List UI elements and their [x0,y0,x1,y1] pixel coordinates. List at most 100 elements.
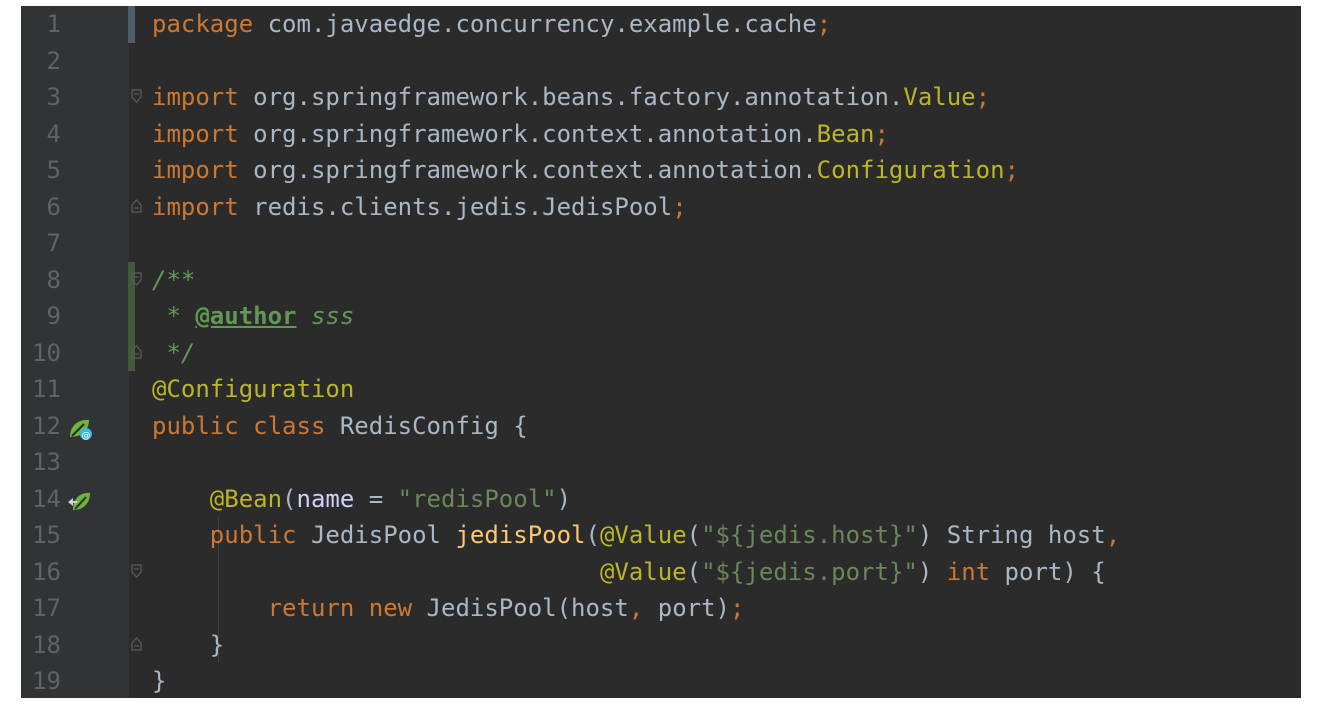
line-number: 9 [46,302,61,330]
line-number: 5 [46,156,61,184]
line-number: 12 [32,411,61,440]
code-token: @Bean [209,484,283,513]
code-text: @Bean(name = "redisPool") [152,481,571,518]
code-token: name [296,484,355,513]
code-token: org.springframework.beans.factory.annota… [238,83,904,111]
code-token: ; [672,192,687,221]
code-token: ) [917,557,947,586]
code-token: = [354,484,398,513]
code-text: public class RedisConfig { [152,408,528,445]
code-text: } [152,663,166,698]
spring-bean-method-icon[interactable] [67,488,93,525]
code-line[interactable]: 8 /** [21,262,1301,299]
code-line[interactable]: 16 @Value("${jedis.port}") int port) { [21,554,1301,591]
code-token: RedisConfig { [325,411,528,440]
code-line[interactable]: 5 import org.springframework.context.anno… [21,152,1301,189]
code-line[interactable]: 9 * @author sss [21,298,1301,335]
code-text: import org.springframework.context.annot… [152,152,1019,189]
line-number: 18 [32,630,61,659]
code-token: */ [152,338,196,367]
code-token: Value [903,83,976,111]
code-text: public JedisPool jedisPool(@Value("${jed… [152,517,1120,554]
code-line[interactable]: 15 public JedisPool jedisPool(@Value("${… [21,517,1301,554]
code-text: package com.javaedge.concurrency.example… [152,6,831,43]
line-number: 14 [32,484,61,513]
code-line[interactable]: 18 } [21,627,1301,664]
code-token: import [152,83,239,111]
fold-open-icon[interactable] [131,89,142,103]
code-token: @Value [599,521,687,549]
line-number: 19 [32,667,61,695]
code-token: @Value [599,557,687,586]
code-editor[interactable]: 1 package com.javaedge.concurrency.exampl… [21,6,1301,698]
code-token: ( [282,484,297,513]
code-line[interactable]: 7 [21,225,1301,262]
code-line[interactable]: 2 [21,43,1301,80]
code-token: com.javaedge.concurrency.example.cache [253,10,817,38]
line-number: 1 [46,10,61,38]
code-line[interactable]: 1 package com.javaedge.concurrency.exampl… [21,6,1301,43]
code-token: } [152,630,225,659]
code-token: org.springframework.context.annotation. [238,156,817,184]
code-token: JedisPool [296,521,456,549]
fold-close-icon[interactable] [131,344,142,359]
code-line[interactable]: 19} [21,663,1301,698]
line-number: 4 [46,119,61,148]
code-line[interactable]: 11@Configuration [21,371,1301,408]
indent-guide [218,517,219,663]
code-text: import org.springframework.beans.factory… [152,79,990,116]
code-token: Bean [816,119,875,148]
fold-open-icon[interactable] [131,563,142,578]
code-token: ( [585,521,600,549]
code-line[interactable]: 17 return new JedisPool(host, port); [21,590,1301,627]
code-text: * @author sss [152,298,354,335]
code-token: jedisPool [455,521,586,549]
code-token [152,558,600,586]
code-token: import [152,192,239,221]
line-number: 11 [32,375,61,403]
code-token [152,594,268,622]
code-token: port) [643,594,730,622]
fold-open-icon[interactable] [131,271,142,286]
code-token: ; [874,119,889,148]
code-token: org.springframework.context.annotation. [238,119,817,148]
line-number: 2 [46,46,61,75]
code-line[interactable]: 14 @Bean(name = "redisPool") [21,481,1301,518]
code-token: port) { [990,557,1106,586]
line-number: 16 [32,557,61,586]
line-number: 8 [46,265,61,294]
line-number: 15 [32,521,61,549]
line-number: 7 [46,229,61,257]
line-number: 13 [32,448,61,476]
code-text: @Value("${jedis.port}") int port) { [152,554,1106,591]
code-text: return new JedisPool(host, port); [152,590,745,627]
caret-line-marker [128,6,135,43]
line-number: 3 [46,83,61,111]
code-token: redis.clients.jedis.JedisPool [238,192,673,221]
code-token: , [1105,521,1121,549]
code-token: ; [975,83,991,111]
code-token: ) [556,484,572,513]
doc-comment-marker [128,261,135,371]
code-token: JedisPool(host [412,594,629,622]
code-token: ( [686,557,702,586]
code-token: return new [267,594,413,622]
code-token: /** [152,265,196,294]
code-token: @author [195,302,297,330]
code-text: */ [152,335,195,372]
fold-close-icon[interactable] [131,636,142,651]
code-token: ) String host [917,521,1106,549]
spring-bean-class-icon[interactable]: @ [67,415,93,452]
code-line[interactable]: 12@public class RedisConfig { [21,408,1301,445]
code-lines: 1 package com.javaedge.concurrency.exampl… [21,6,1301,698]
code-line[interactable]: 13 [21,444,1301,481]
code-line[interactable]: 3 import org.springframework.beans.factor… [21,79,1301,116]
code-line[interactable]: 10 */ [21,335,1301,372]
code-token: * [152,302,196,330]
line-number-gutter[interactable] [21,6,129,698]
code-token: Configuration [816,156,1005,184]
code-token: ; [816,10,832,38]
fold-close-icon[interactable] [131,198,142,213]
